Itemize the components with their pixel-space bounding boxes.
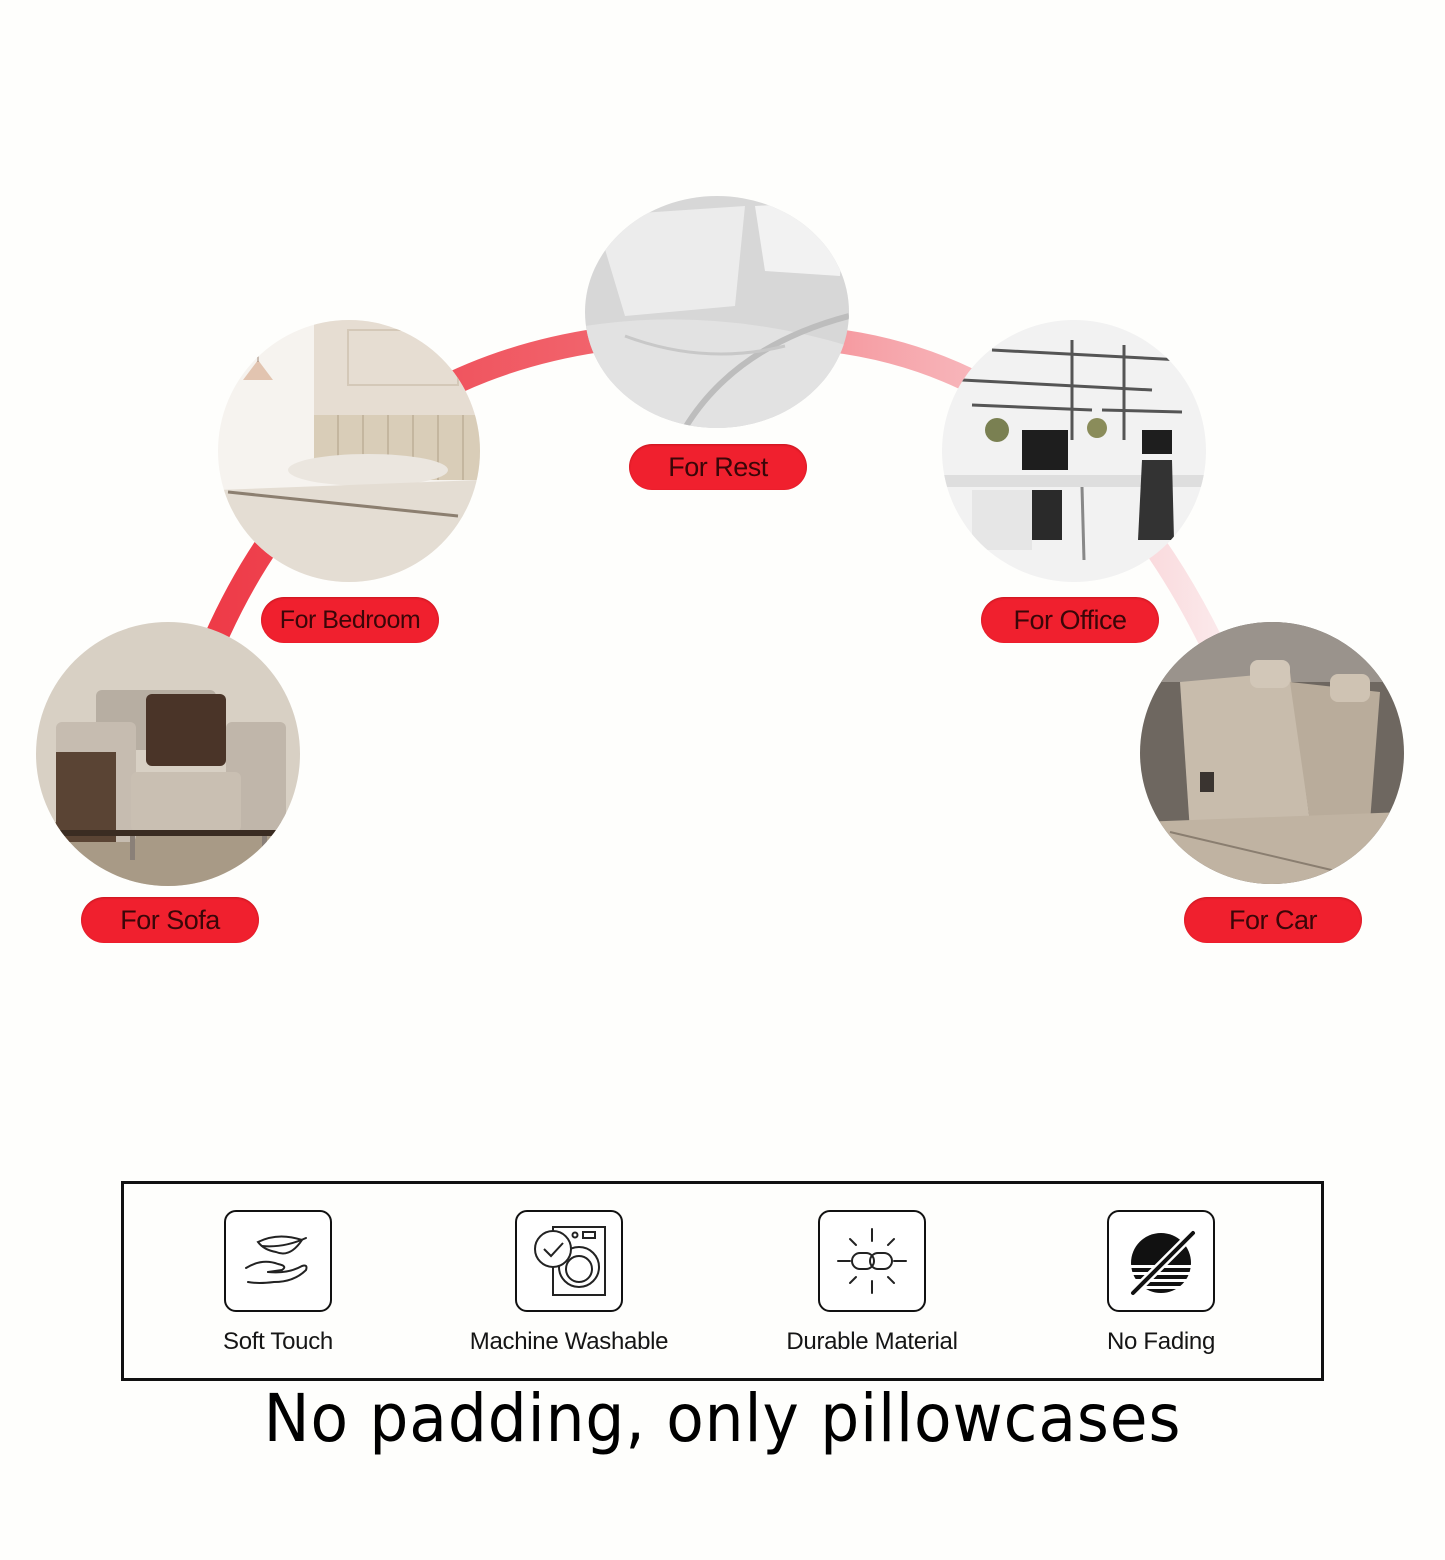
feature-machine-washable: Machine Washable bbox=[439, 1210, 699, 1356]
scene-label-car: For Car bbox=[1184, 897, 1362, 943]
feature-label: Soft Touch bbox=[223, 1328, 333, 1355]
feature-label: No Fading bbox=[1106, 1328, 1216, 1355]
sofa-scene-image bbox=[36, 622, 300, 886]
feather-on-hand-icon bbox=[224, 1210, 332, 1312]
feature-label: Machine Washable bbox=[469, 1328, 669, 1355]
feature-no-fading: No Fading bbox=[1031, 1210, 1291, 1356]
office-scene-image bbox=[942, 320, 1206, 582]
scene-label-sofa: For Sofa bbox=[81, 897, 259, 943]
scene-label-office: For Office bbox=[981, 597, 1159, 643]
chain-link-icon bbox=[818, 1210, 926, 1312]
car-scene-image bbox=[1140, 622, 1404, 884]
rest-scene-image bbox=[585, 196, 849, 428]
feature-soft-touch: Soft Touch bbox=[148, 1210, 408, 1356]
scene-label-bedroom: For Bedroom bbox=[261, 597, 439, 643]
scene-label-rest: For Rest bbox=[629, 444, 807, 490]
washing-machine-check-icon bbox=[515, 1210, 623, 1312]
feature-label: Durable Material bbox=[786, 1328, 958, 1355]
caption-text: No padding, only pillowcases bbox=[263, 1380, 1182, 1457]
bedroom-scene-image bbox=[218, 320, 480, 582]
feature-durable-material: Durable Material bbox=[742, 1210, 1002, 1356]
no-fading-sun-icon bbox=[1107, 1210, 1215, 1312]
features-panel: Soft Touch Machine Washable bbox=[121, 1181, 1324, 1381]
